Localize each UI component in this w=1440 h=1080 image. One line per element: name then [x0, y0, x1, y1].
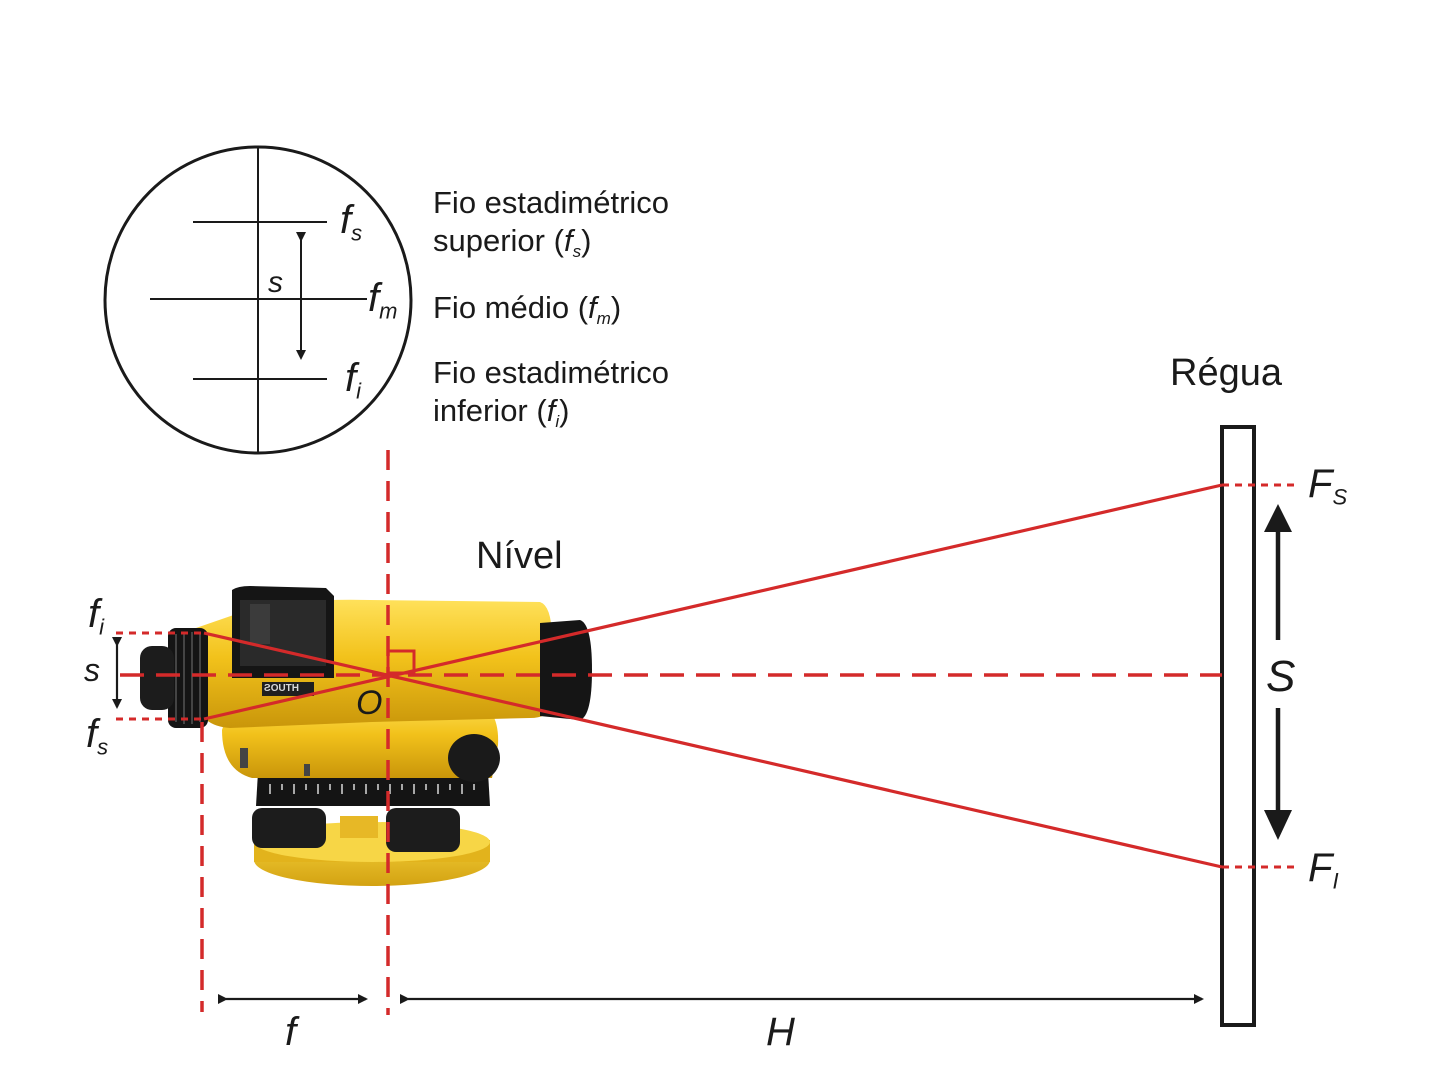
reticle-fm-label: fm	[368, 276, 397, 325]
optical-center-label: O	[356, 684, 382, 723]
rod-S-label: S	[1266, 652, 1295, 702]
leveling-screw-left	[252, 808, 326, 848]
legend-upper-stadia: Fio estadimétrico superior (fs)	[433, 184, 669, 271]
focal-length-label: f	[285, 1010, 296, 1055]
eyepiece-focus-ring	[140, 646, 174, 710]
rod-Fi-label: FI	[1308, 846, 1339, 895]
reticle-fs-label: fs	[340, 198, 362, 247]
instrument-fi-label: fi	[88, 592, 104, 641]
legend-lower-stadia: Fio estadimétrico inferior (fi)	[433, 354, 669, 441]
leveling-screw-right	[386, 808, 460, 852]
instrument-fs-label: fs	[86, 712, 108, 761]
level-instrument	[140, 586, 592, 886]
reticle-view	[105, 147, 411, 453]
distance-H-label: H	[766, 1010, 795, 1055]
focusing-knob	[448, 734, 500, 782]
instrument-s-label: s	[84, 652, 100, 689]
reticle-fi-label: fi	[345, 356, 361, 405]
instrument-title: Nível	[476, 535, 563, 578]
legend-middle-wire: Fio médio (fm)	[433, 289, 621, 338]
brand-text: HTUOS	[264, 683, 299, 694]
rod-Fs-label: FS	[1308, 462, 1347, 511]
rod-title: Régua	[1170, 352, 1282, 395]
reticle-s-label: s	[268, 266, 283, 300]
leveling-rod	[1222, 427, 1254, 1025]
